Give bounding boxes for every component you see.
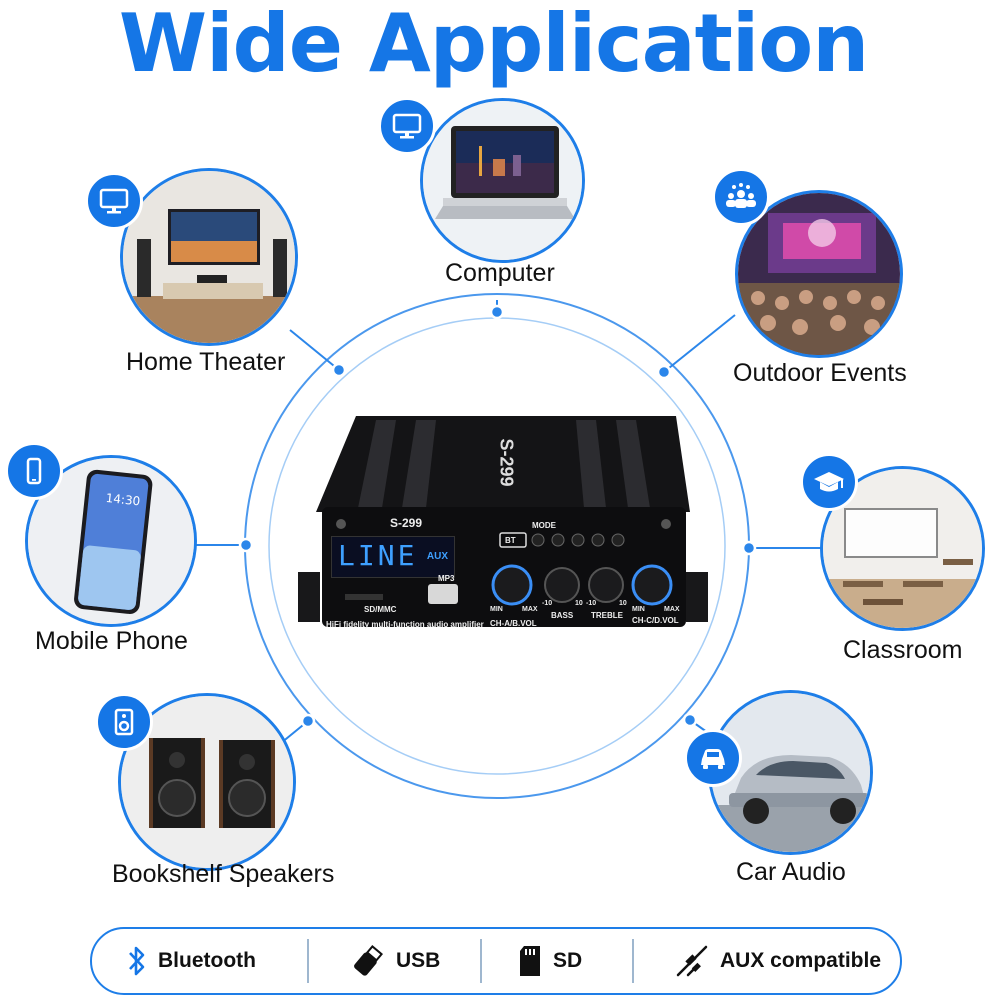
- graduation-cap-icon: [800, 453, 858, 511]
- car-icon: [684, 729, 742, 787]
- knob-label: BASS: [551, 611, 574, 620]
- amp-display-text: LINE: [338, 539, 418, 572]
- phone-icon: [5, 442, 63, 500]
- feature-usb: USB: [350, 929, 440, 993]
- app-label-home-theater: Home Theater: [126, 348, 286, 376]
- knob-label: MIN: [490, 606, 503, 613]
- knob-label: -10: [586, 600, 597, 607]
- divider: [480, 939, 482, 983]
- sd-card-icon: [520, 946, 540, 976]
- feature-aux: AUX compatible: [674, 929, 881, 993]
- computer-image: [420, 98, 585, 263]
- amp-tagline: HiFi fidelity multi-function audio ampli…: [326, 620, 484, 629]
- feature-label: SD: [553, 949, 583, 972]
- amp-bt-label: BT: [505, 536, 516, 545]
- feature-label: USB: [396, 949, 441, 972]
- outdoor-events-image: [735, 190, 903, 358]
- amp-card-label: SD/MMC: [364, 605, 397, 614]
- amp-mode-label: MODE: [532, 521, 556, 530]
- knob-label: MAX: [522, 606, 538, 613]
- knob-label: 10: [575, 600, 583, 607]
- amp-model-top: S-299: [496, 438, 517, 487]
- monitor-icon: [378, 97, 436, 155]
- feature-bluetooth: Bluetooth: [126, 929, 256, 993]
- knob-label: 10: [619, 600, 627, 607]
- amp-usb-label: MP3: [438, 574, 455, 583]
- amplifier-image: S-299 S-299 LINE AUX SD/MMC MP3 BT MODE …: [286, 412, 716, 642]
- speaker-icon: [95, 693, 153, 751]
- usb-icon: [354, 945, 384, 976]
- knob-label: MAX: [664, 606, 680, 613]
- phone-time-text: 14:30: [105, 491, 141, 509]
- feature-bar: Bluetooth USB SD AUX compatible: [90, 927, 902, 995]
- amp-display: LINE AUX: [331, 536, 455, 578]
- knob-label: -10: [542, 600, 553, 607]
- feature-sd: SD: [517, 929, 582, 993]
- knob-label: CH-C/D.VOL: [632, 616, 679, 625]
- app-label-mobile-phone: Mobile Phone: [35, 627, 188, 655]
- feature-label: Bluetooth: [158, 949, 256, 972]
- divider: [632, 939, 634, 983]
- crowd-icon: [712, 168, 770, 226]
- app-label-car-audio: Car Audio: [736, 858, 846, 886]
- bluetooth-icon: [129, 946, 145, 976]
- amp-model-front: S-299: [390, 516, 423, 530]
- home-theater-image: [120, 168, 298, 346]
- app-label-outdoor-events: Outdoor Events: [733, 359, 907, 387]
- knob-label: MIN: [632, 606, 645, 613]
- aux-cable-icon: [676, 945, 708, 977]
- divider: [307, 939, 309, 983]
- app-label-bookshelf-speakers: Bookshelf Speakers: [112, 860, 335, 888]
- knob-label: TREBLE: [591, 611, 623, 620]
- page-title: Wide Application: [118, 0, 869, 90]
- amp-display-mode: AUX: [426, 551, 448, 562]
- feature-label: AUX compatible: [720, 949, 882, 972]
- app-label-classroom: Classroom: [843, 636, 963, 664]
- knob-label: CH-A/B.VOL: [490, 619, 537, 628]
- monitor-icon: [85, 172, 143, 230]
- app-label-computer: Computer: [445, 259, 555, 287]
